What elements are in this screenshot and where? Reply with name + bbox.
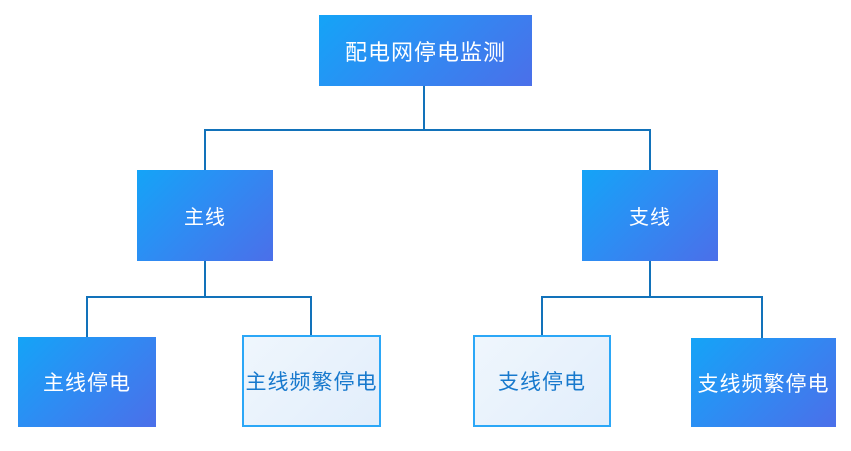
connector-main-children-horizontal <box>86 296 312 298</box>
node-main-line-outage[interactable]: 主线停电 <box>18 337 156 427</box>
connector-to-branch-line <box>649 129 651 171</box>
connector-branch-down <box>649 261 651 297</box>
connector-to-main-outage <box>86 296 88 337</box>
node-main-line-frequent-outage[interactable]: 主线频繁停电 <box>242 335 381 427</box>
node-main-line[interactable]: 主线 <box>137 170 273 261</box>
connector-to-branch-outage <box>541 296 543 336</box>
connector-to-main-line <box>204 129 206 171</box>
connector-to-branch-frequent-outage <box>761 296 763 338</box>
connector-root-down <box>423 86 425 130</box>
node-branch-line[interactable]: 支线 <box>582 170 718 261</box>
node-branch-line-outage[interactable]: 支线停电 <box>473 335 611 427</box>
node-root-outage-monitoring[interactable]: 配电网停电监测 <box>319 15 532 86</box>
connector-to-main-frequent-outage <box>310 296 312 336</box>
connector-level1-horizontal <box>204 129 651 131</box>
connector-main-down <box>204 261 206 297</box>
node-branch-line-frequent-outage[interactable]: 支线频繁停电 <box>691 338 836 427</box>
connector-branch-children-horizontal <box>541 296 763 298</box>
